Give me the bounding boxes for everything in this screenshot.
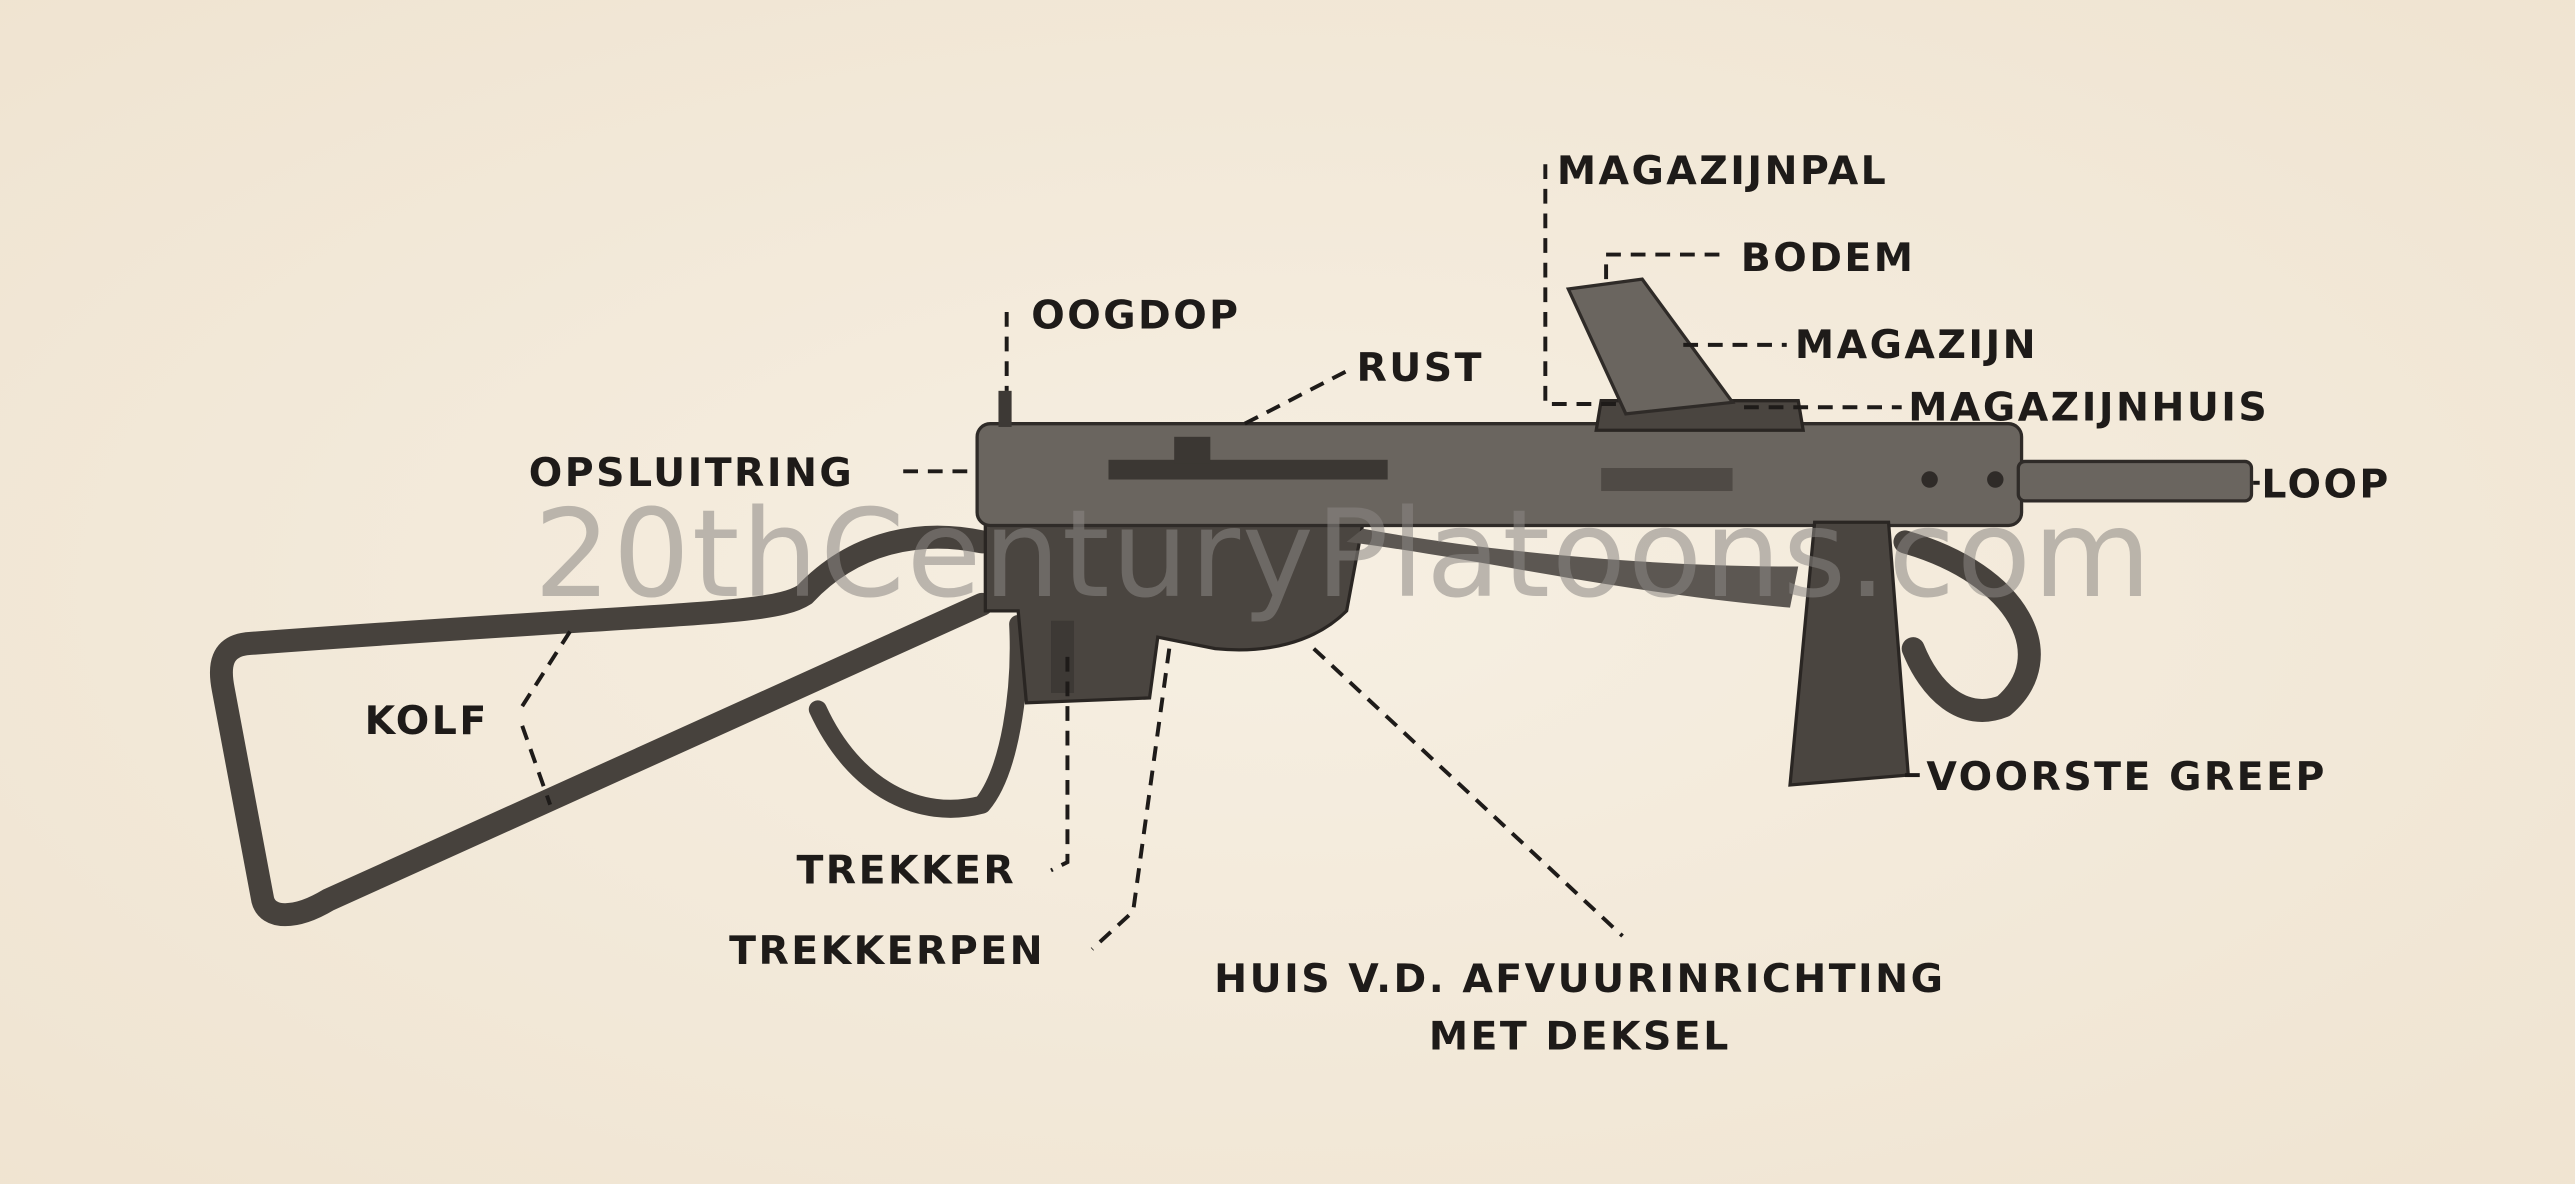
rivet	[1921, 471, 1938, 488]
trigger	[1051, 620, 1075, 693]
trigger-guard	[808, 614, 1028, 818]
label-huis-line1: HUIS V.D. AFVUURINRICHTING	[1214, 956, 1945, 1002]
trigger-housing	[983, 520, 1366, 705]
label-trekkerpen: TREKKERPEN	[729, 928, 1045, 974]
cocking-slot	[1108, 459, 1388, 480]
label-opsluitring: OPSLUITRING	[529, 450, 854, 496]
leader-lines	[520, 164, 2260, 951]
magazine	[1565, 277, 1736, 416]
rivet	[1987, 471, 2004, 488]
ejection-port	[1601, 468, 1733, 492]
leader-trekker	[1050, 656, 1070, 873]
label-loop: LOOP	[2261, 462, 2390, 508]
label-voorste-greep: VOORSTE GREEP	[1926, 754, 2326, 800]
label-oogdop: OOGDOP	[1031, 292, 1240, 338]
label-bodem: BODEM	[1741, 235, 1916, 281]
sight-oogdop	[998, 390, 1012, 427]
label-magazijn: MAGAZIJN	[1795, 322, 2038, 368]
leader-kolf	[520, 622, 577, 806]
label-huis-line2: MET DEKSEL	[1429, 1013, 1731, 1059]
label-rust: RUST	[1356, 345, 1483, 391]
stock-kolf	[209, 525, 994, 927]
barrel-loop	[2016, 459, 2254, 503]
leader-huis	[1312, 647, 1624, 938]
leader-rust	[1243, 369, 1348, 426]
sling	[1346, 528, 1799, 608]
gun-illustration	[209, 277, 2254, 927]
leader-trekkerpen	[1090, 648, 1172, 951]
part-labels: MAGAZIJNPAL BODEM OOGDOP RUST MAGAZIJN M…	[365, 148, 2390, 1059]
leader-magazijnpal	[1543, 164, 1618, 406]
label-kolf: KOLF	[365, 698, 489, 744]
sling-swivel	[1893, 530, 2041, 722]
label-trekker: TREKKER	[796, 847, 1016, 893]
label-magazijnpal: MAGAZIJNPAL	[1557, 148, 1888, 194]
leader-bodem	[1604, 252, 1728, 280]
cocking-handle	[1174, 436, 1211, 464]
watermark: 20thCenturyPlatoons.com	[534, 483, 2152, 625]
label-magazijnhuis: MAGAZIJNHUIS	[1908, 384, 2269, 430]
